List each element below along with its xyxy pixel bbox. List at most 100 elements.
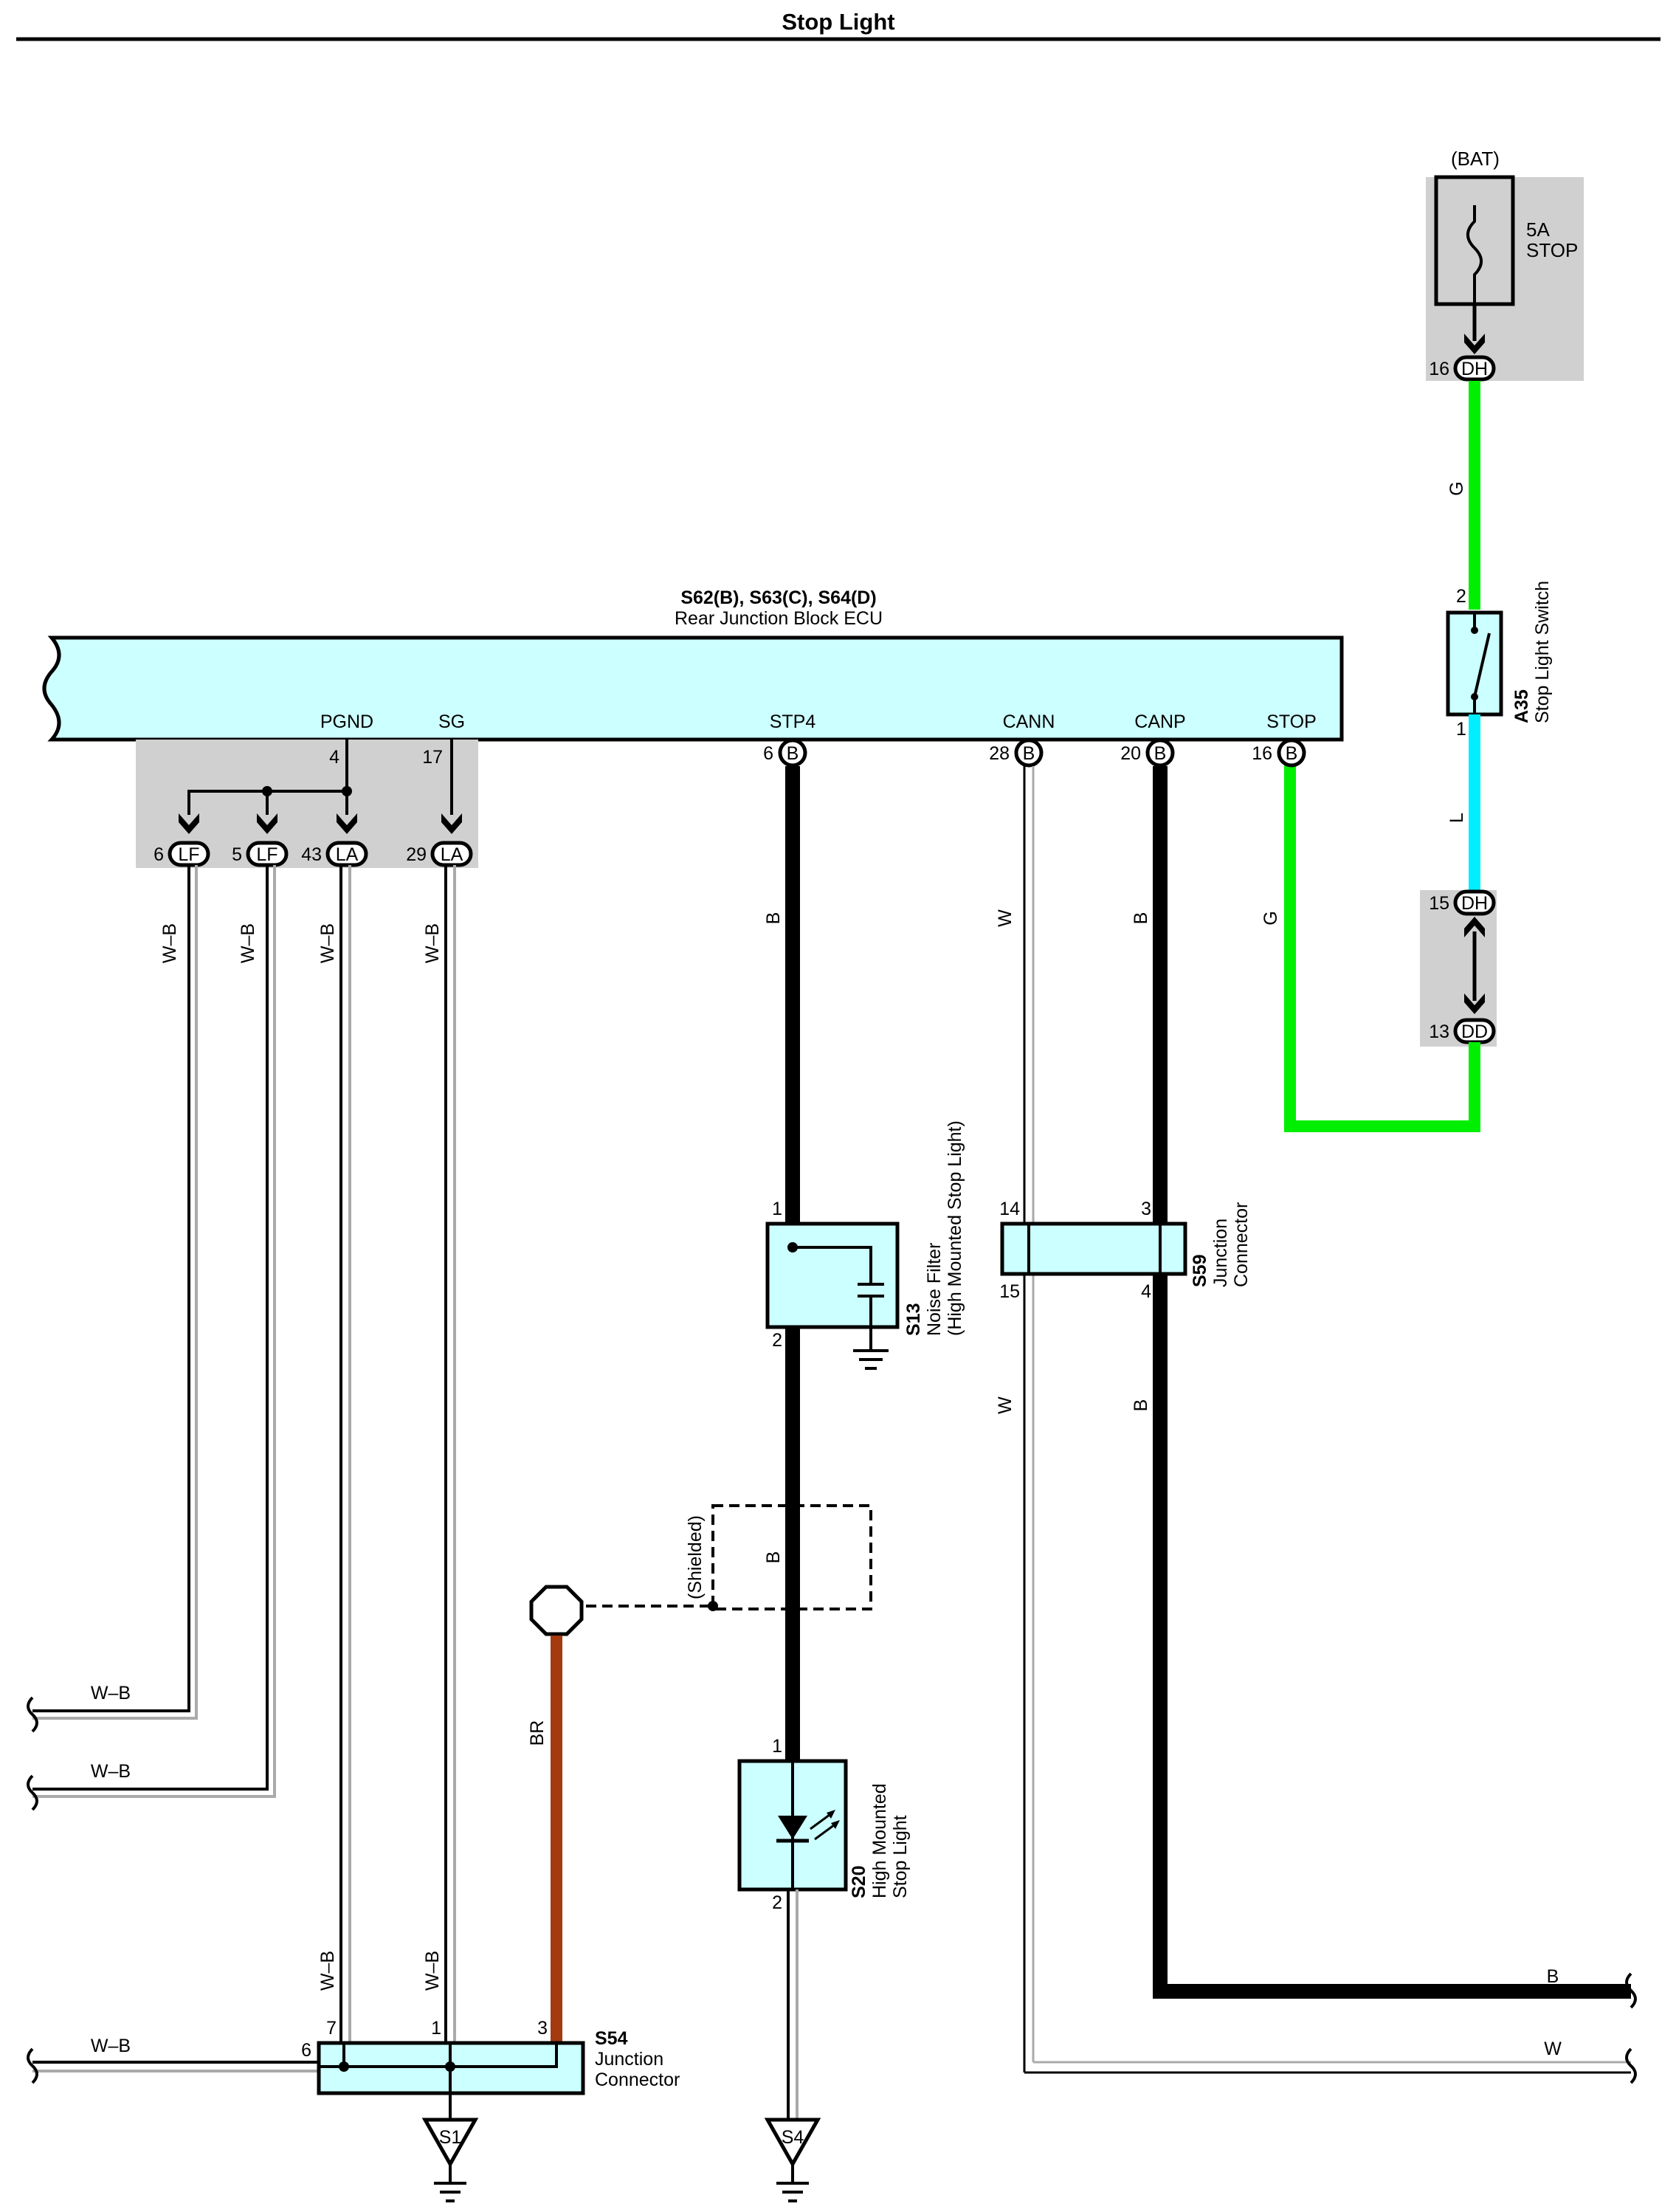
svg-text:16: 16 <box>1252 743 1272 764</box>
wire-label-g-upper: G <box>1446 481 1467 495</box>
noise-filter-id: S13 <box>903 1303 924 1336</box>
switch-pin-out: 1 <box>1456 719 1466 740</box>
ecu-connector-cann: B 28 <box>989 738 1044 768</box>
ground-s4-label: S4 <box>782 2127 804 2148</box>
wire-label-wb: W–B <box>159 923 180 963</box>
junction-connector-s59 <box>1000 1222 1187 1276</box>
wire-label-b: B <box>1131 1399 1151 1412</box>
wire-label-b: B <box>763 1551 784 1564</box>
wire-b-canp <box>1153 766 1631 1999</box>
high-mount-name1: High Mounted <box>869 1783 890 1898</box>
fuse-pin: 16 <box>1429 359 1449 379</box>
wire-label-wb: W–B <box>317 1951 338 1991</box>
s59-name1: Junction <box>1210 1219 1231 1287</box>
ground-connector-la-29: LA 29 <box>406 841 473 867</box>
fuse-terminal-icon <box>1464 334 1485 354</box>
shield-box <box>711 1504 872 1610</box>
switch-pin-in: 2 <box>1456 586 1466 607</box>
wire-label-w: W <box>995 1396 1015 1414</box>
ground-s4 <box>764 2118 821 2168</box>
ecu-terminal-sg: SG <box>438 712 465 732</box>
wire-label-wb: W–B <box>317 923 338 963</box>
ground-connector-lf-6: LF 6 <box>154 841 210 867</box>
wire-label-b: B <box>1547 1966 1559 1987</box>
shield-ground-icon <box>529 1585 584 1636</box>
svg-text:B: B <box>1154 743 1167 764</box>
ecu-terminal-stop: STOP <box>1266 712 1317 732</box>
wire-break-icon <box>27 2047 38 2084</box>
wire-label-wb: W–B <box>91 2036 131 2056</box>
ground-s1 <box>421 2118 479 2168</box>
svg-text:43: 43 <box>301 844 322 865</box>
svg-text:B: B <box>787 743 799 764</box>
wire-break-icon <box>27 1774 38 1811</box>
ground-icon <box>434 2164 466 2202</box>
s54-pin: 6 <box>301 2040 311 2061</box>
svg-text:20: 20 <box>1120 743 1141 764</box>
svg-text:LA: LA <box>336 844 359 865</box>
s59-name2: Connector <box>1231 1202 1252 1287</box>
high-mount-id: S20 <box>849 1866 869 1898</box>
s59-pin: 4 <box>1141 1281 1151 1302</box>
fuse-source-label: (BAT) <box>1451 148 1500 170</box>
fuse-icon <box>1466 205 1483 304</box>
svg-text:B: B <box>1286 743 1298 764</box>
wire-label-b: B <box>1131 912 1151 925</box>
wire-label-wb: W–B <box>422 923 443 963</box>
svg-text:LF: LF <box>256 844 277 865</box>
noise-filter <box>765 1222 900 1329</box>
wire-label-wb: W–B <box>91 1683 131 1703</box>
wire-label-w: W <box>1544 2039 1562 2059</box>
ecu-terminal-canp: CANP <box>1134 712 1185 732</box>
ecu-connector-stp4: B 6 <box>763 738 807 768</box>
ecu-terminal-pgnd: PGND <box>320 712 373 732</box>
inline-connector-dd-pin: 13 <box>1429 1021 1449 1042</box>
svg-text:6: 6 <box>763 743 773 764</box>
fuse-connector <box>1453 355 1496 382</box>
svg-text:5: 5 <box>232 844 242 865</box>
ecu-connector-canp: B 20 <box>1120 738 1175 768</box>
s54-pin: 7 <box>326 2018 337 2039</box>
capacitor-icon <box>793 1246 889 1370</box>
inline-connector-dh-label: DH <box>1461 893 1488 914</box>
wire-label-wb: W–B <box>91 1761 131 1782</box>
noise-filter-sub: (High Mounted Stop Light) <box>945 1120 965 1336</box>
fuse-connector-label: DH <box>1461 359 1488 379</box>
wire-label-l: L <box>1446 813 1467 823</box>
wire-label-wb: W–B <box>238 923 258 963</box>
wire-wb-group <box>32 865 456 2073</box>
svg-text:29: 29 <box>406 844 427 865</box>
inline-connector-dh <box>1453 889 1496 916</box>
switch-contact-icon <box>1473 633 1491 697</box>
ecu-id: S62(B), S63(C), S64(D) <box>680 588 876 608</box>
ground-icon <box>776 2164 809 2202</box>
ecu-name: Rear Junction Block ECU <box>675 608 883 629</box>
led-icon <box>776 1761 840 1889</box>
s54-pin: 1 <box>431 2018 441 2039</box>
s54-id: S54 <box>595 2028 628 2049</box>
switch-name: Stop Light Switch <box>1532 581 1553 723</box>
ground-s1-label: S1 <box>439 2127 462 2148</box>
inline-terminal-down-icon <box>1464 993 1485 1014</box>
rear-junction-block-ecu <box>42 635 1344 742</box>
page-title: Stop Light <box>782 9 894 35</box>
noise-filter-pin-in: 1 <box>772 1199 782 1219</box>
s54-name2: Connector <box>595 2070 680 2090</box>
high-mount-pin-in: 1 <box>772 1736 782 1757</box>
switch-id: A35 <box>1511 689 1532 723</box>
wire-label-br: BR <box>527 1720 548 1746</box>
wire-break-icon <box>1625 1972 1637 2009</box>
s59-pin: 14 <box>999 1199 1020 1219</box>
s59-pin: 15 <box>999 1281 1020 1302</box>
svg-text:LA: LA <box>441 844 463 865</box>
high-mount-pin-out: 2 <box>772 1892 782 1913</box>
s54-name1: Junction <box>595 2049 663 2070</box>
pgnd-pin: 4 <box>329 747 339 768</box>
fuse-rating: 5A <box>1526 218 1550 241</box>
svg-text:28: 28 <box>989 743 1010 764</box>
ecu-connector-stop: B 16 <box>1252 738 1306 768</box>
fuse-name: STOP <box>1526 239 1578 261</box>
wire-label-w: W <box>995 909 1015 927</box>
noise-filter-pin-out: 2 <box>772 1330 782 1351</box>
